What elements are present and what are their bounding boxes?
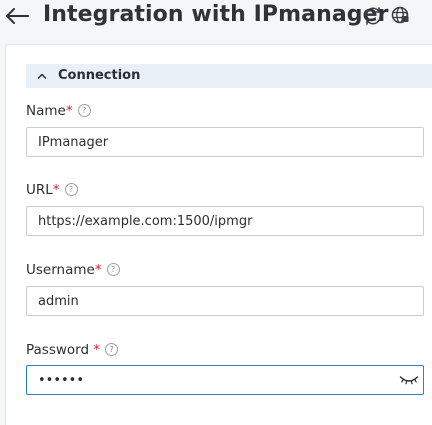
username-input[interactable]	[26, 286, 424, 316]
eye-closed-icon[interactable]	[399, 374, 419, 386]
password-label-text: Password	[26, 342, 94, 358]
password-input[interactable]	[26, 365, 424, 395]
username-label-text: Username	[26, 262, 95, 278]
form-panel: Connection Name*? URL*? Username*? Passw…	[5, 44, 432, 425]
name-input[interactable]	[26, 127, 424, 157]
help-icon[interactable]: ?	[64, 182, 78, 196]
chevron-up-icon	[37, 73, 47, 79]
required-marker: *	[52, 182, 60, 198]
url-label-text: URL	[26, 182, 53, 198]
url-label: URL*?	[26, 182, 78, 198]
section-title: Connection	[58, 68, 141, 83]
username-label: Username*?	[26, 262, 120, 278]
name-label-text: Name	[26, 103, 66, 119]
required-marker: *	[94, 262, 102, 278]
help-icon[interactable]: ?	[106, 262, 120, 276]
password-label: Password *?	[26, 342, 119, 358]
globe-icon[interactable]	[390, 5, 410, 25]
section-connection-header[interactable]: Connection	[26, 64, 432, 88]
page-header: Integration with IPmanager	[0, 0, 432, 40]
help-icon[interactable]: ?	[105, 342, 119, 356]
required-marker: *	[93, 342, 101, 358]
url-input[interactable]	[26, 206, 424, 236]
page-title: Integration with IPmanager	[43, 2, 389, 27]
back-arrow-icon[interactable]	[4, 6, 30, 26]
help-icon[interactable]: ?	[77, 103, 91, 117]
name-label: Name*?	[26, 103, 91, 119]
required-marker: *	[65, 103, 73, 119]
refresh-icon[interactable]	[362, 5, 384, 27]
